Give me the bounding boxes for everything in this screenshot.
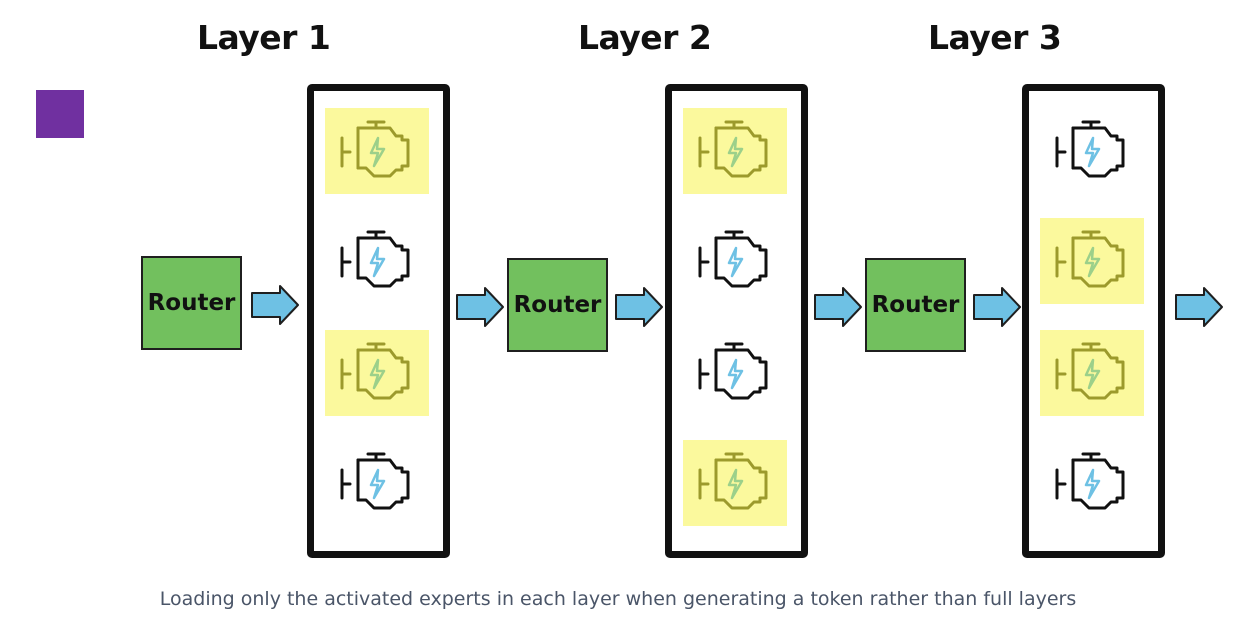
router-label: Router — [147, 290, 236, 316]
arrow-icon — [251, 285, 299, 325]
expert-box-layer-3 — [1022, 84, 1165, 558]
engine-icon — [683, 330, 787, 416]
layer-1-title: Layer 1 — [197, 18, 331, 57]
engine-icon — [325, 218, 429, 304]
layer-2-title: Layer 2 — [578, 18, 712, 57]
engine-icon — [1040, 218, 1144, 304]
engine-icon — [325, 440, 429, 526]
router-layer-3: Router — [865, 258, 966, 352]
arrow-icon — [615, 287, 663, 327]
arrow-icon — [1175, 287, 1223, 327]
router-label: Router — [513, 292, 602, 318]
arrow-icon — [456, 287, 504, 327]
engine-icon — [325, 330, 429, 416]
engine-icon — [683, 108, 787, 194]
engine-icon — [325, 108, 429, 194]
router-label: Router — [871, 292, 960, 318]
engine-icon — [683, 440, 787, 526]
engine-icon — [683, 218, 787, 304]
arrow-icon — [814, 287, 862, 327]
router-layer-2: Router — [507, 258, 608, 352]
caption: Loading only the activated experts in ea… — [159, 588, 1077, 610]
purple-marker — [36, 90, 84, 138]
router-layer-1: Router — [141, 256, 242, 350]
engine-icon — [1040, 330, 1144, 416]
layer-3-title: Layer 3 — [928, 18, 1062, 57]
engine-icon — [1040, 440, 1144, 526]
arrow-icon — [973, 287, 1021, 327]
engine-icon — [1040, 108, 1144, 194]
